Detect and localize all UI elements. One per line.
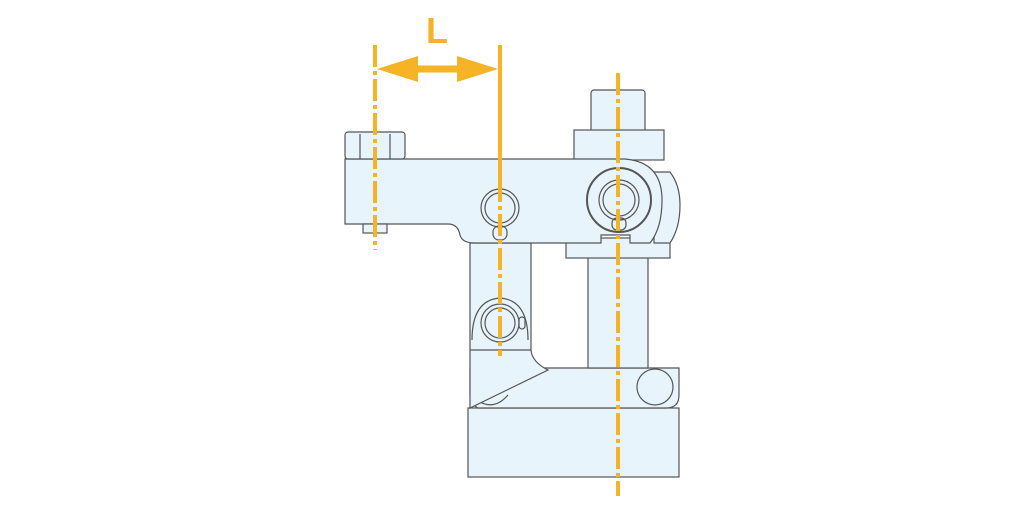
clip-tab <box>518 316 526 330</box>
clamp-arm <box>344 158 663 244</box>
bolt-head <box>636 368 674 406</box>
left-link <box>469 242 550 409</box>
dimension-label: L <box>426 10 448 51</box>
base-block <box>467 407 680 478</box>
arrow-right-icon <box>457 56 498 82</box>
arrow-left-icon <box>377 56 418 82</box>
lower-arc <box>479 394 509 406</box>
